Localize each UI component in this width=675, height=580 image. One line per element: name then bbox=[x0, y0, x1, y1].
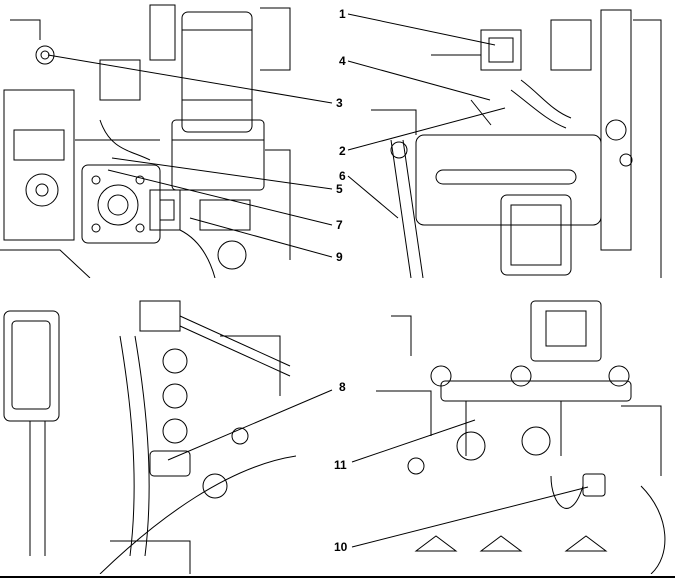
leader-line-10 bbox=[351, 486, 589, 548]
callout-7: 7 bbox=[336, 218, 343, 232]
bottom-rule bbox=[0, 576, 675, 578]
callout-4: 4 bbox=[339, 54, 346, 68]
callout-1: 1 bbox=[339, 7, 346, 21]
engine-illustration-top-right bbox=[371, 9, 662, 278]
leader-line-8 bbox=[167, 389, 333, 461]
leader-line-2 bbox=[347, 107, 506, 151]
callout-2: 2 bbox=[339, 144, 346, 158]
leader-line-7 bbox=[107, 169, 333, 226]
callout-8: 8 bbox=[339, 380, 346, 394]
callout-3: 3 bbox=[336, 96, 343, 110]
panel-top-left bbox=[0, 0, 296, 278]
leader-line-3 bbox=[47, 54, 333, 104]
leader-line-4 bbox=[347, 60, 491, 101]
callout-5: 5 bbox=[336, 182, 343, 196]
leader-line-5 bbox=[111, 157, 333, 190]
engine-illustration-bottom-left bbox=[3, 300, 296, 574]
leader-line-1 bbox=[347, 13, 496, 46]
engine-illustration-top-left bbox=[0, 4, 291, 278]
leader-line-9 bbox=[189, 217, 333, 258]
callout-11: 11 bbox=[334, 458, 347, 472]
engine-illustration-bottom-right bbox=[376, 300, 666, 574]
callout-10: 10 bbox=[334, 540, 348, 554]
panel-top-right bbox=[371, 0, 667, 278]
callout-6: 6 bbox=[339, 169, 346, 183]
panel-bottom-right bbox=[371, 296, 667, 574]
leader-line-6 bbox=[347, 175, 399, 219]
panel-bottom-left bbox=[0, 296, 296, 574]
callout-9: 9 bbox=[336, 250, 343, 264]
leader-line-11 bbox=[351, 419, 476, 463]
